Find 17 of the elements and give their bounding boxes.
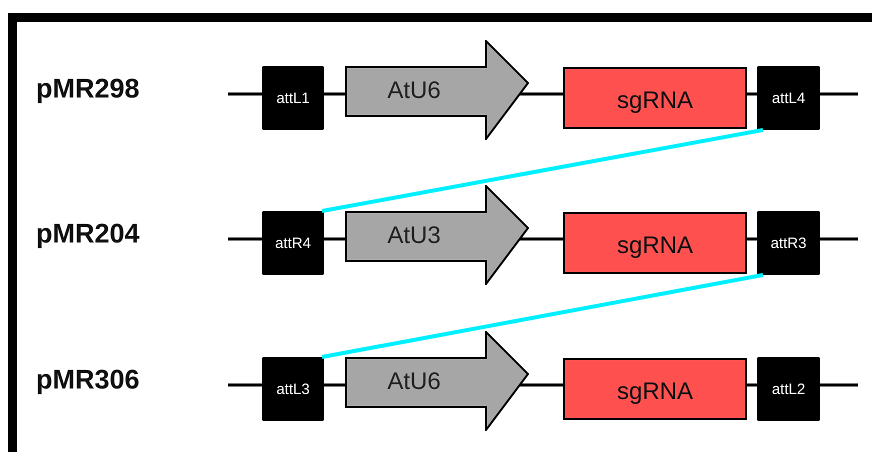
- recombination-line: [322, 128, 764, 213]
- sgrna-box: sgRNA: [563, 67, 747, 129]
- promoter-label: AtU6: [386, 77, 442, 105]
- sgrna-box: sgRNA: [563, 358, 747, 420]
- recombination-line: [322, 273, 764, 359]
- att-site-box: attR4: [262, 211, 324, 275]
- promoter-label: AtU3: [386, 222, 442, 250]
- att-site-box: attL1: [262, 66, 324, 130]
- promoter-label: AtU6: [386, 368, 442, 396]
- att-site-box: attR3: [757, 211, 820, 275]
- plasmid-name: pMR298: [36, 74, 140, 104]
- att-site-box: attL3: [262, 357, 324, 421]
- att-site-box: attL2: [757, 357, 820, 421]
- att-site-box: attL4: [757, 66, 820, 130]
- sgrna-box: sgRNA: [563, 212, 747, 274]
- plasmid-name: pMR204: [36, 218, 140, 250]
- plasmid-name: pMR306: [36, 364, 140, 396]
